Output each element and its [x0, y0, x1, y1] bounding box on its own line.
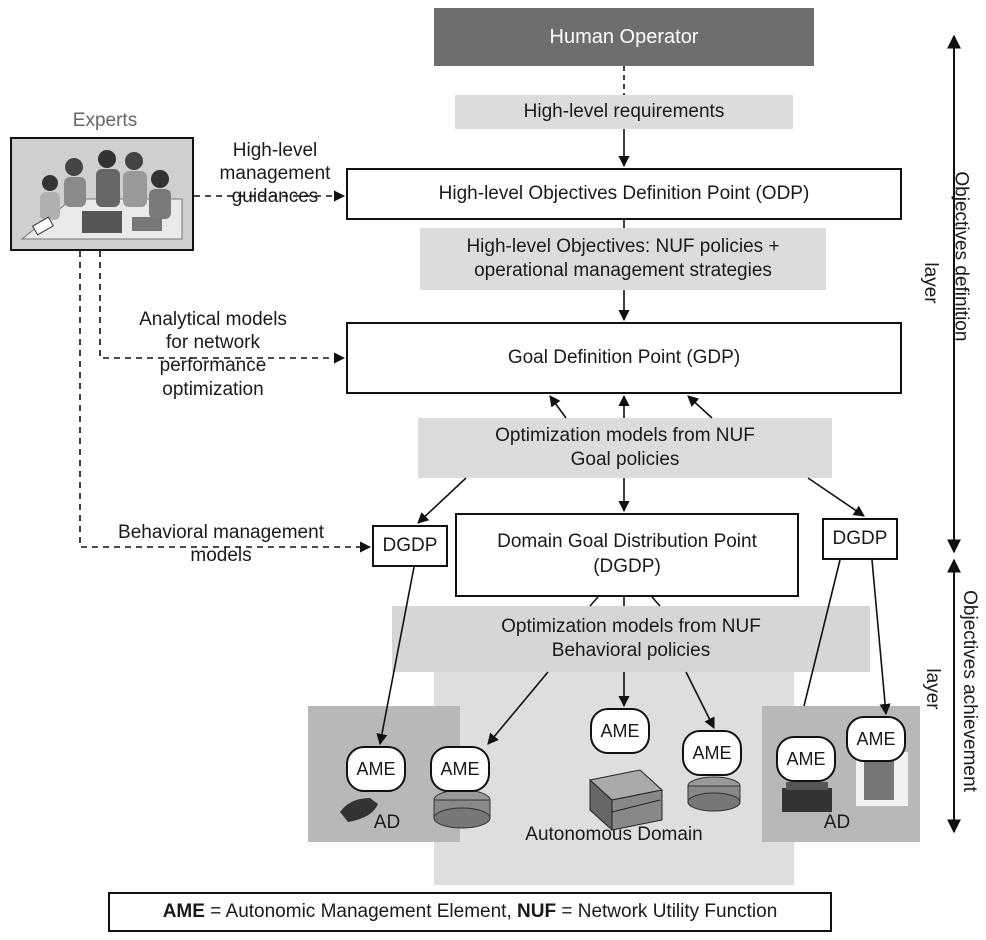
objectives-line-1: High-level Objectives: NUF policies +	[466, 236, 780, 258]
obj-def-line-2: layer	[920, 262, 941, 304]
ame-right-ad-1: AME	[776, 736, 836, 782]
behavioral-line-2: models	[190, 544, 252, 566]
high-level-requirements-note: High-level requirements	[455, 95, 793, 129]
obj-ach-line-1: Objectives achievement	[959, 590, 980, 792]
printer-device	[782, 782, 832, 812]
human-operator-box: Human Operator	[434, 8, 814, 66]
switch-device	[588, 769, 664, 832]
router-left-device	[433, 789, 491, 829]
ame-right-ad-2: AME	[846, 716, 906, 762]
ame-label: AME	[600, 720, 640, 741]
objectives-definition-layer-label: Objectives definition	[949, 171, 972, 342]
dgdp-right-label: DGDP	[832, 528, 888, 549]
obj-ach-line-2: layer	[922, 668, 943, 710]
objectives-definition-layer-sub: layer	[919, 253, 941, 313]
gdp-box: Goal Definition Point (GDP)	[346, 322, 902, 394]
experts-illustration	[20, 150, 183, 240]
ame-domain-center: AME	[590, 708, 650, 754]
odp-label: High-level Objectives Definition Point (…	[438, 183, 810, 204]
router-right-device	[687, 776, 741, 812]
dgdp-left-label: DGDP	[382, 535, 438, 556]
ad-right-label: AD	[823, 812, 851, 833]
guidances-line-1: High-level	[232, 140, 318, 161]
ame-label: AME	[856, 728, 896, 749]
behavioral-policies-line-1: Optimization models from NUF	[501, 616, 761, 638]
behavioral-policies-note: Optimization models from NUF Behavioral …	[392, 606, 870, 672]
ame-left-ad: AME	[346, 746, 406, 792]
objectives-achievement-layer-label: Objectives achievement	[958, 586, 980, 796]
dgdp-main-line-1: Domain Goal Distribution Point	[497, 531, 757, 553]
gdp-label: Goal Definition Point (GDP)	[507, 347, 741, 368]
ame-label: AME	[786, 748, 826, 769]
high-level-objectives-note: High-level Objectives: NUF policies + op…	[420, 228, 826, 290]
autonomous-domain-label: Autonomous Domain	[525, 824, 703, 845]
odp-box: High-level Objectives Definition Point (…	[346, 168, 902, 220]
dgdp-right-box: DGDP	[822, 518, 898, 560]
goal-policies-line-1: Optimization models from NUF	[495, 425, 755, 447]
ame-domain-left: AME	[430, 746, 490, 792]
dgdp-left-box: DGDP	[372, 525, 448, 567]
obj-def-line-1: Objectives definition	[950, 171, 972, 342]
high-level-requirements-label: High-level requirements	[523, 101, 725, 123]
goal-policies-line-2: Goal policies	[570, 449, 680, 470]
dgdp-main-box: Domain Goal Distribution Point (DGDP)	[455, 513, 799, 597]
legend-ame-full: = Autonomic Management Element,	[204, 901, 518, 922]
ame-label: AME	[692, 742, 732, 763]
objectives-achievement-layer-sub: layer	[921, 659, 943, 719]
objectives-line-2: operational management strategies	[474, 260, 772, 281]
phone-device	[340, 798, 378, 822]
ame-domain-right: AME	[682, 730, 742, 776]
legend-nuf-abbr: NUF	[517, 901, 557, 922]
experts-image	[10, 137, 194, 251]
legend-ame-abbr: AME	[162, 901, 205, 922]
legend-nuf-full: = Network Utility Function	[556, 901, 778, 922]
ame-label: AME	[356, 758, 396, 779]
goal-policies-note: Optimization models from NUF Goal polici…	[418, 418, 832, 478]
guidances-text: High-level management guidances	[205, 140, 345, 208]
legend-box: AME = Autonomic Management Element, NUF …	[108, 892, 832, 932]
behavioral-policies-line-2: Behavioral policies	[551, 640, 711, 661]
experts-label: Experts	[72, 110, 138, 131]
ame-label: AME	[440, 758, 480, 779]
dgdp-main-line-2: (DGDP)	[593, 556, 661, 577]
ad-left-label: AD	[373, 812, 401, 833]
guidances-line-2: management	[219, 162, 331, 184]
human-operator-label: Human Operator	[549, 25, 699, 48]
